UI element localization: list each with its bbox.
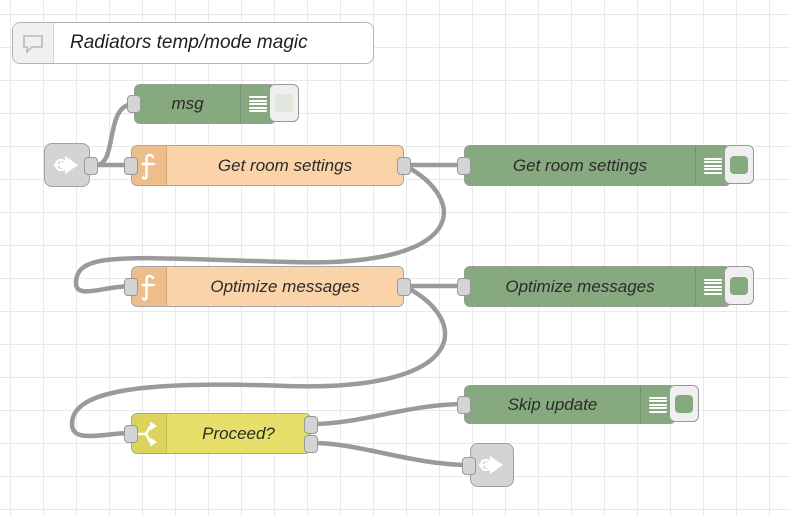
proceed-label: Proceed? — [202, 423, 275, 443]
function-node-get-room-settings[interactable]: Get room settings — [124, 145, 411, 186]
link-arrow-icon — [54, 156, 78, 174]
link-in-output-port[interactable] — [84, 157, 98, 175]
wire-proceed-to-skip — [310, 401, 467, 427]
get-room-settings-input-port[interactable] — [124, 157, 138, 175]
debug-get-room-settings-input-port[interactable] — [457, 157, 471, 175]
get-room-settings-label: Get room settings — [217, 155, 353, 175]
debug-get-room-settings-toggle-button[interactable] — [724, 145, 754, 184]
debug-msg-label: msg — [171, 94, 204, 113]
debug-skip-update-label: Skip update — [507, 394, 598, 414]
function-f-icon — [132, 146, 167, 185]
proceed-output-port-1[interactable] — [304, 416, 318, 434]
switch-node-proceed[interactable]: Proceed? — [124, 413, 318, 454]
wire-proceed-to-linkout — [310, 440, 473, 468]
speech-bubble-icon — [13, 23, 54, 63]
optimize-messages-input-port[interactable] — [124, 278, 138, 296]
optimize-messages-label: Optimize messages — [210, 276, 360, 296]
debug-msg-input-port[interactable] — [127, 95, 141, 113]
debug-get-room-settings-label: Get room settings — [512, 155, 648, 175]
comment-node[interactable]: Radiators temp/mode magic — [12, 22, 374, 64]
debug-node-msg[interactable]: msg — [127, 84, 299, 124]
debug-msg-toggle-button[interactable] — [269, 84, 299, 122]
function-node-optimize-messages[interactable]: Optimize messages — [124, 266, 411, 307]
debug-lines-icon — [640, 386, 675, 423]
switch-branch-icon — [132, 414, 167, 453]
comment-label: Radiators temp/mode magic — [70, 32, 308, 53]
debug-skip-update-toggle-button[interactable] — [669, 385, 699, 422]
debug-optimize-messages-label: Optimize messages — [505, 276, 655, 296]
debug-lines-icon — [695, 146, 730, 185]
optimize-messages-output-port[interactable] — [397, 278, 411, 296]
get-room-settings-output-port[interactable] — [397, 157, 411, 175]
debug-optimize-messages-toggle-button[interactable] — [724, 266, 754, 305]
debug-lines-icon — [240, 85, 275, 123]
link-out-node[interactable] — [462, 443, 514, 487]
wire-linkin-to-msg — [93, 101, 137, 168]
debug-node-skip-update[interactable]: Skip update — [457, 385, 699, 424]
proceed-input-port[interactable] — [124, 425, 138, 443]
debug-optimize-messages-input-port[interactable] — [457, 278, 471, 296]
link-out-input-port[interactable] — [462, 457, 476, 475]
link-arrow-icon — [479, 456, 503, 474]
debug-skip-update-input-port[interactable] — [457, 396, 471, 414]
proceed-output-port-2[interactable] — [304, 435, 318, 453]
debug-node-get-room-settings[interactable]: Get room settings — [457, 145, 754, 186]
debug-lines-icon — [695, 267, 730, 306]
link-in-node[interactable] — [44, 143, 98, 187]
debug-node-optimize-messages[interactable]: Optimize messages — [457, 266, 754, 307]
